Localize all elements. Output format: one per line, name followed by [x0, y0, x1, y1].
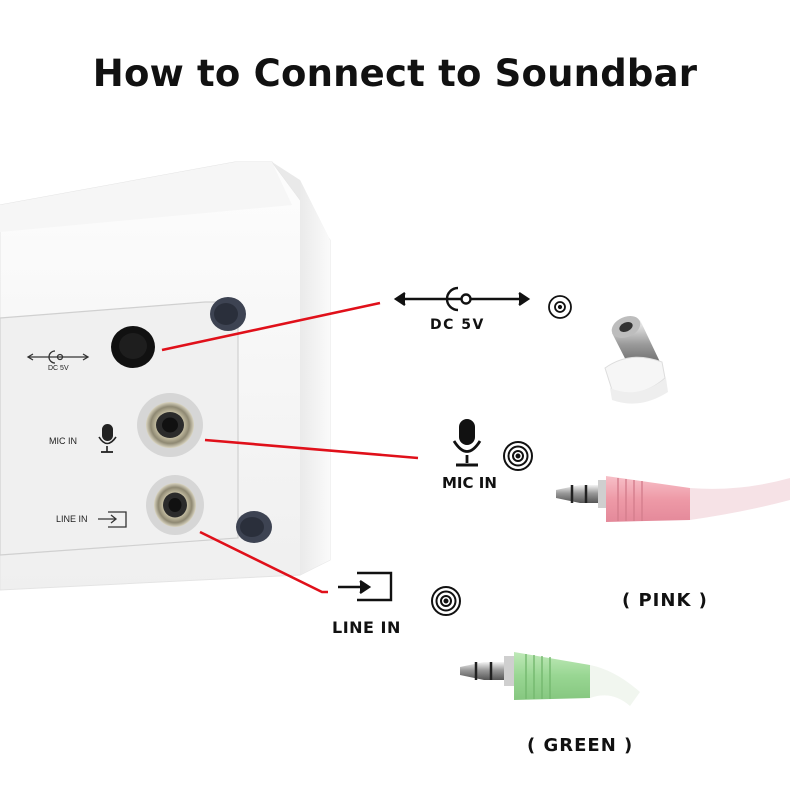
dc-callout-label: DC 5V [430, 317, 485, 333]
line-callout-label: LINE IN [332, 618, 401, 637]
dc-polarity-icon [393, 286, 531, 312]
panel-line-in-icon [98, 511, 127, 528]
panel-dc-icon [26, 350, 90, 364]
line-in-jack [146, 475, 204, 535]
dc-power-plug [604, 316, 668, 404]
mic-callout-label: MIC IN [442, 474, 497, 492]
page-title: How to Connect to Soundbar [92, 52, 698, 95]
green-plug-label: ( GREEN ) [527, 735, 634, 756]
callout-lines [161, 301, 419, 594]
panel-microphone-icon [98, 424, 117, 453]
line-in-arrow-icon [338, 571, 393, 602]
line-socket-symbol [431, 586, 461, 616]
panel-mic-label: MIC IN [49, 436, 77, 446]
dc-callout-line [161, 301, 381, 352]
pink-plug-label: ( PINK ) [622, 590, 708, 611]
microphone-icon [452, 419, 482, 467]
green-audio-plug [460, 652, 640, 706]
panel-line-label: LINE IN [56, 514, 88, 524]
pink-audio-plug [556, 476, 790, 522]
dc-socket-symbol [548, 295, 572, 319]
dc-power-jack [111, 326, 155, 368]
mic-callout-line [204, 438, 419, 460]
line-in-callout-line [199, 530, 328, 594]
mic-socket-symbol [503, 441, 533, 471]
mic-in-jack [137, 393, 203, 457]
panel-dc-label: DC 5V [48, 365, 69, 372]
